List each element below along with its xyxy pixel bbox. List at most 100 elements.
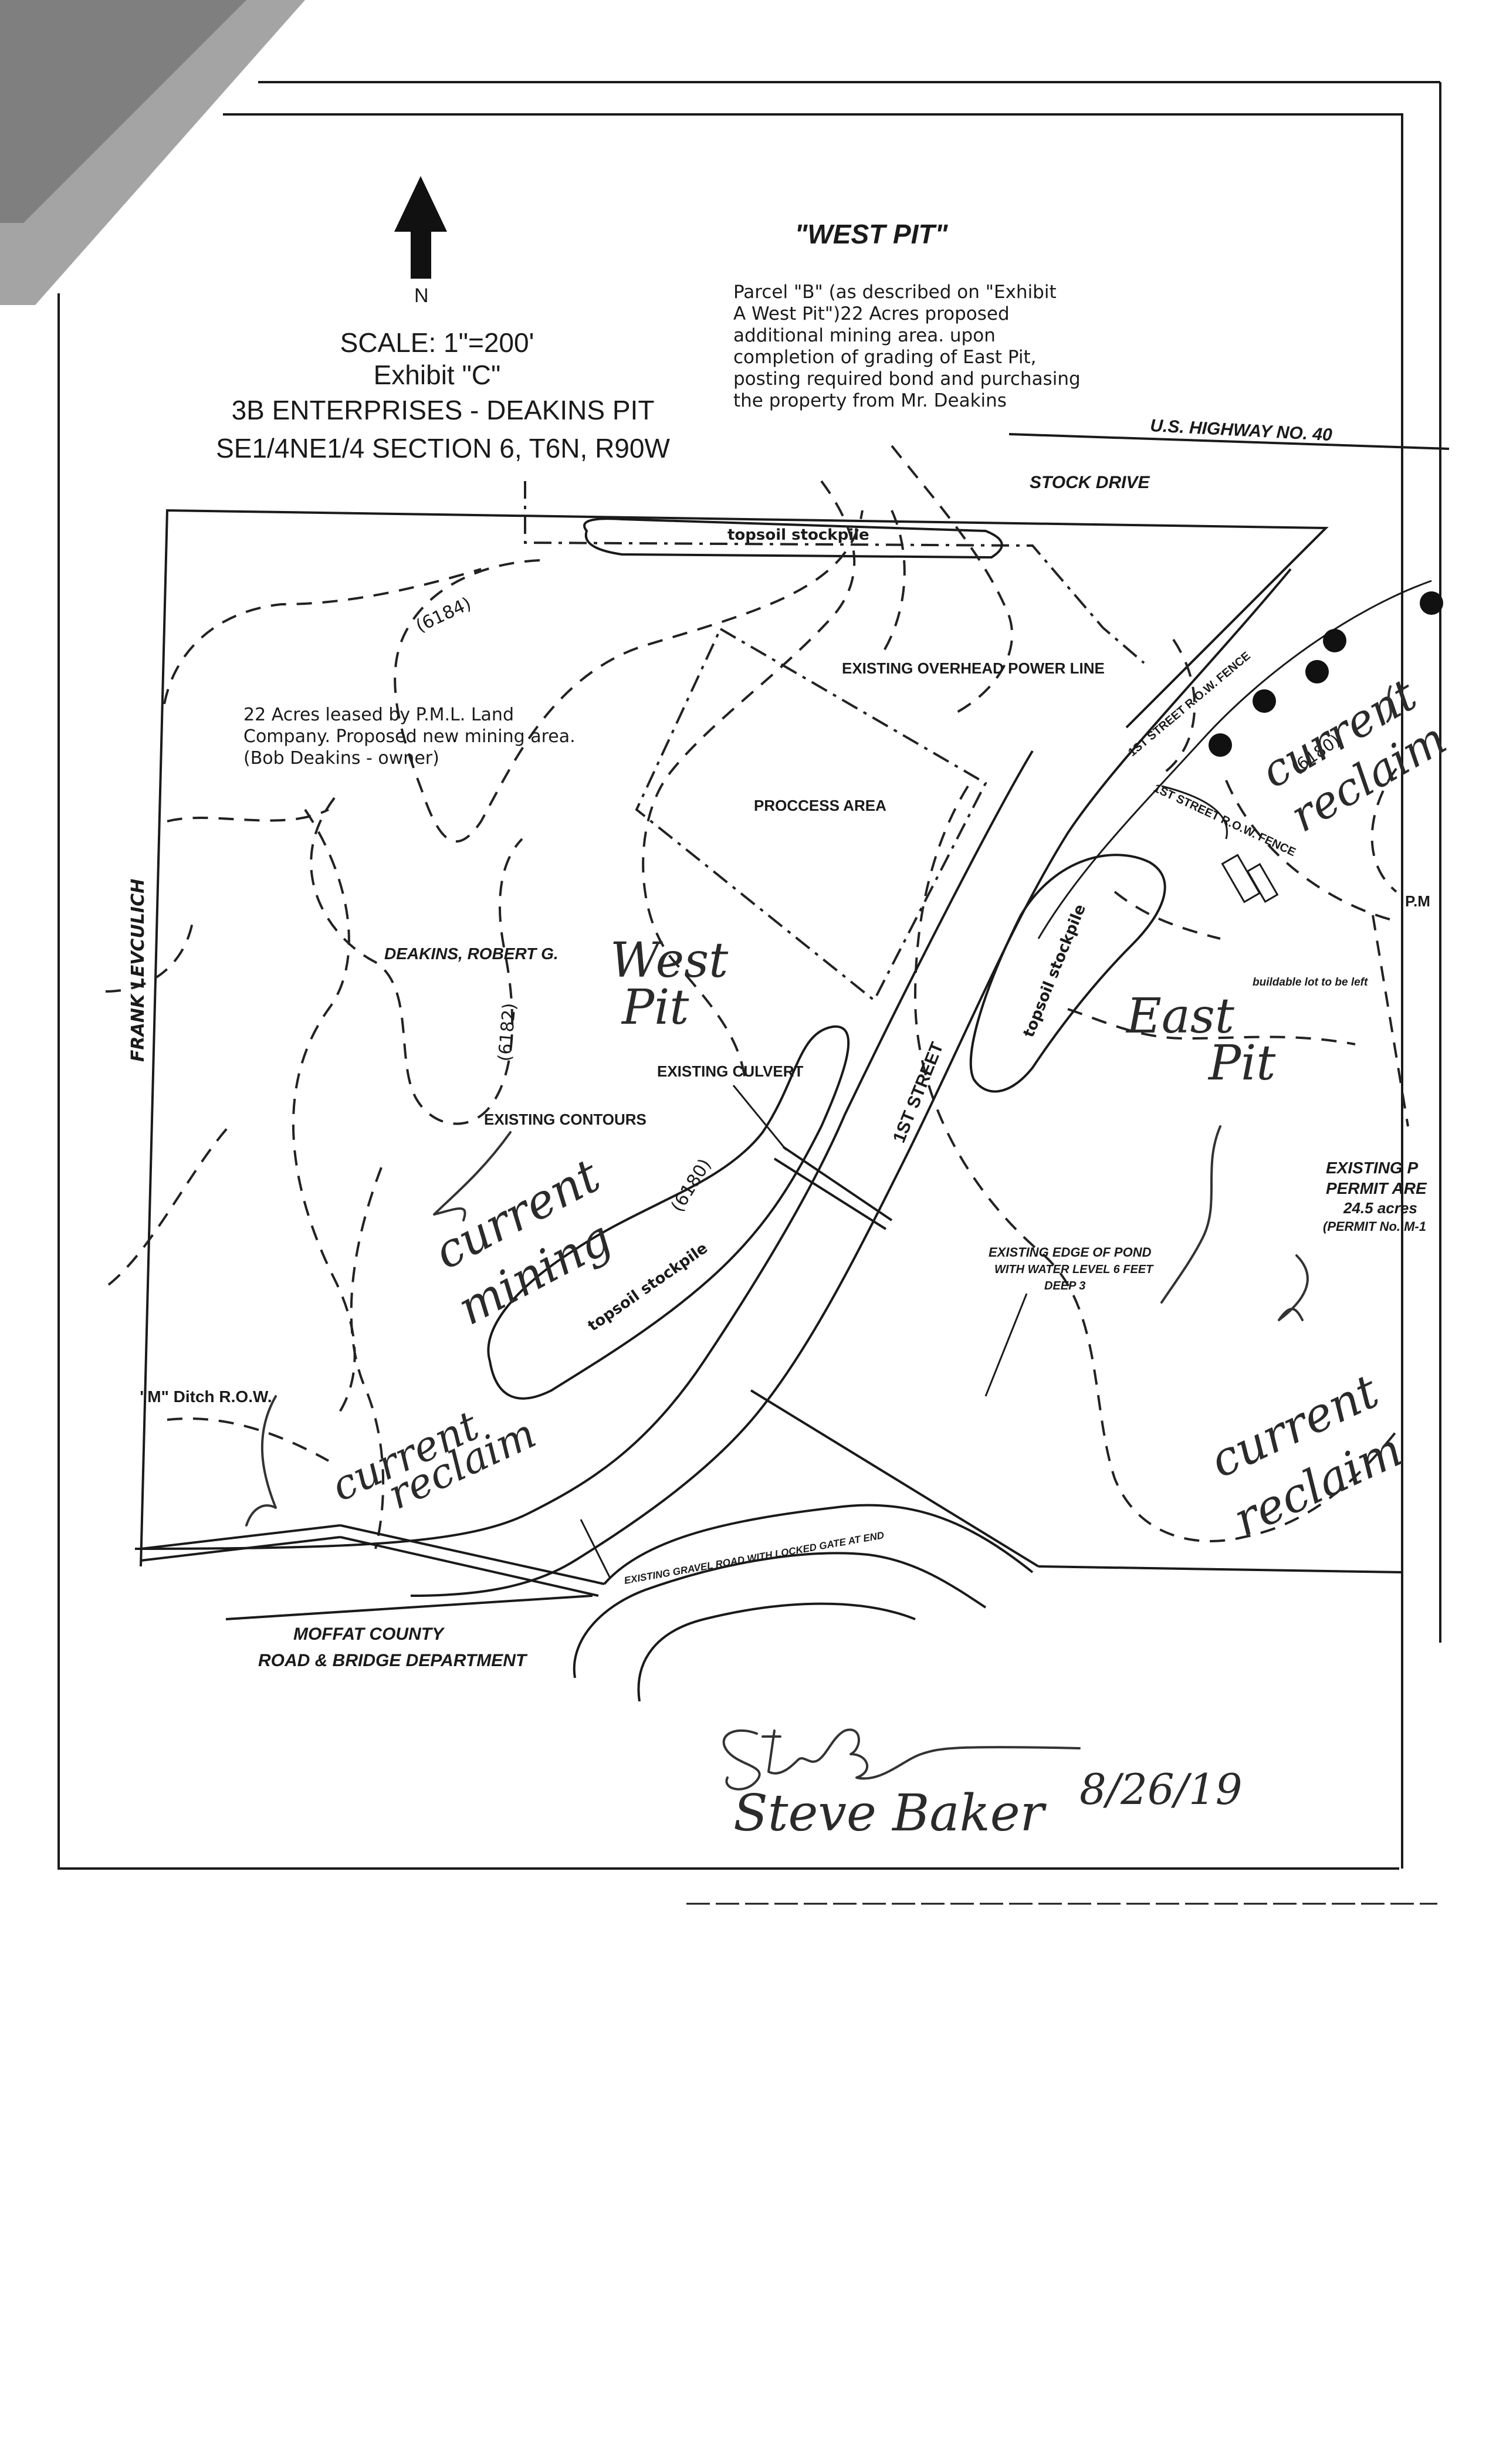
pond-label-3: DEEP 3 bbox=[1044, 1280, 1085, 1292]
contour-mid bbox=[642, 480, 856, 1080]
building-2 bbox=[1246, 862, 1279, 903]
pm-label: P.M bbox=[1405, 892, 1430, 910]
contour-east-pit bbox=[913, 785, 1397, 1542]
first-street-west-edge bbox=[134, 750, 1034, 1550]
gravel-road-north bbox=[603, 1504, 1034, 1585]
scan-shadow-inner bbox=[0, 0, 246, 223]
culvert-label: EXISTING CULVERT bbox=[657, 1062, 804, 1080]
contour-6184 bbox=[394, 510, 864, 843]
pond-label-1: EXISTING EDGE OF POND bbox=[989, 1245, 1152, 1260]
west-pit-note-line: completion of grading of East Pit, bbox=[733, 347, 1037, 368]
lease-note-line: Company. Proposed new mining area. bbox=[243, 726, 576, 747]
signature-icon bbox=[722, 1728, 1081, 1791]
buildable-label: buildable lot to be left bbox=[1253, 976, 1368, 989]
contour-frank bbox=[105, 915, 195, 993]
process-area-label: PROCCESS AREA bbox=[754, 797, 886, 814]
west-pit-note-line: the property from Mr. Deakins bbox=[733, 390, 1007, 411]
contour-6182-label: (6182) bbox=[495, 1002, 520, 1062]
contour-6184-label: (6184) bbox=[413, 593, 475, 637]
culvert-pipe bbox=[773, 1157, 887, 1230]
contour-east-right bbox=[1372, 915, 1409, 1127]
culvert-leader bbox=[732, 1085, 787, 1150]
building-1 bbox=[1221, 854, 1261, 903]
frame-outer bbox=[57, 293, 1399, 1870]
lease-note: 22 Acres leased by P.M.L. Land Company. … bbox=[243, 705, 576, 769]
south-road-edge bbox=[225, 1595, 593, 1620]
moffat-label-1: MOFFAT COUNTY bbox=[293, 1624, 445, 1644]
contour-ditch bbox=[167, 1417, 329, 1462]
hand-leader-ditch bbox=[245, 1395, 277, 1527]
west-pit-title: "WEST PIT" bbox=[795, 219, 949, 249]
contour-sw bbox=[107, 1125, 230, 1286]
topsoil-stockpile-east bbox=[969, 854, 1166, 1093]
frank-label: FRANK LEVCULICH bbox=[128, 879, 148, 1062]
pond-leader bbox=[984, 1293, 1028, 1397]
road-tick bbox=[580, 1519, 611, 1579]
section-text: SE1/4NE1/4 SECTION 6, T6N, R90W bbox=[216, 433, 670, 463]
acres-label: 24.5 acres bbox=[1343, 1199, 1417, 1217]
deakins-label: DEAKINS, ROBERT G. bbox=[384, 945, 559, 963]
lease-note-line: 22 Acres leased by P.M.L. Land bbox=[243, 705, 514, 725]
contour-east-mid bbox=[1225, 780, 1397, 922]
existing-permit-label: EXISTING P bbox=[1326, 1159, 1418, 1177]
contour-east-inner bbox=[1067, 1008, 1356, 1045]
contour-6180-west-label: (6180) bbox=[667, 1155, 716, 1216]
permit-number-label: (PERMIT No. M-1 bbox=[1323, 1219, 1426, 1234]
tree-icon bbox=[1420, 591, 1443, 615]
m-ditch-label: "M" Ditch R.O.W. bbox=[140, 1387, 272, 1406]
ditch-line-2 bbox=[140, 1536, 341, 1562]
gravel-road-south bbox=[573, 1552, 987, 1678]
scale-text: SCALE: 1"=200' bbox=[340, 327, 534, 358]
first-street-east-edge bbox=[410, 568, 1292, 1597]
hand-west-pit-1: West bbox=[610, 933, 729, 989]
first-street-row bbox=[1037, 580, 1432, 939]
highway-line bbox=[1008, 433, 1450, 450]
south-boundary-east bbox=[1038, 1565, 1403, 1573]
tree-icon bbox=[1209, 733, 1232, 757]
topsoil-east-label: topsoil stockpile bbox=[1020, 902, 1089, 1040]
topsoil-stockpile-west bbox=[487, 1025, 850, 1400]
west-pit-note-line: A West Pit")22 Acres proposed bbox=[733, 303, 1010, 324]
hand-east-pit-2: Pit bbox=[1207, 1035, 1276, 1091]
north-label: N bbox=[414, 285, 429, 307]
contour-south bbox=[350, 1167, 385, 1549]
moffat-label-2: ROAD & BRIDGE DEPARTMENT bbox=[258, 1651, 528, 1670]
culvert-pipe-2 bbox=[782, 1146, 893, 1221]
contour-upper-east-2 bbox=[879, 510, 906, 658]
hand-leader-mining bbox=[433, 1131, 512, 1221]
west-pit-note-line: additional mining area. upon bbox=[733, 325, 996, 346]
contours-label: EXISTING CONTOURS bbox=[484, 1111, 647, 1128]
gravel-road-label: EXISTING GRAVEL ROAD WITH LOCKED GATE AT… bbox=[623, 1529, 885, 1586]
tree-icon bbox=[1253, 689, 1276, 713]
owner-text: 3B ENTERPRISES - DEAKINS PIT bbox=[232, 395, 655, 425]
contour-6182 bbox=[310, 797, 523, 1125]
north-arrow-icon bbox=[394, 176, 447, 279]
signature-date: 8/26/19 bbox=[1079, 1765, 1243, 1814]
ditch-line-1 bbox=[140, 1524, 341, 1550]
tree-icon bbox=[1305, 660, 1329, 683]
contour-west-ridge bbox=[167, 808, 329, 823]
hand-east-pit-1: East bbox=[1125, 989, 1235, 1044]
parcel-boundary bbox=[140, 509, 1329, 1567]
fence-corner bbox=[1161, 785, 1228, 840]
contour-east-buildable bbox=[1113, 891, 1221, 940]
tree-icon bbox=[1323, 629, 1346, 652]
ditch-line-4 bbox=[340, 1536, 599, 1597]
contour-north-west bbox=[163, 568, 482, 705]
pond-label-2: WITH WATER LEVEL 6 FEET bbox=[994, 1263, 1154, 1276]
permit-area-label: PERMIT ARE bbox=[1326, 1179, 1427, 1197]
hand-leader-east bbox=[1160, 1125, 1221, 1304]
topsoil-stockpile-top bbox=[583, 517, 1003, 559]
contour-ne bbox=[1160, 638, 1196, 776]
west-pit-note: Parcel "B" (as described on "Exhibit A W… bbox=[733, 282, 1081, 411]
frame-inner bbox=[223, 113, 1403, 1869]
lease-note-line: (Bob Deakins - owner) bbox=[243, 748, 439, 769]
contour-upper-east bbox=[891, 445, 1014, 717]
hand-mark-ne bbox=[1386, 685, 1392, 723]
gravel-road-lane bbox=[637, 1602, 916, 1702]
topsoil-top-label: topsoil stockpile bbox=[727, 526, 869, 544]
signature-name: Steve Baker bbox=[733, 1784, 1047, 1843]
contour-west-valley bbox=[292, 808, 356, 1421]
ditch-line-3 bbox=[340, 1524, 605, 1585]
